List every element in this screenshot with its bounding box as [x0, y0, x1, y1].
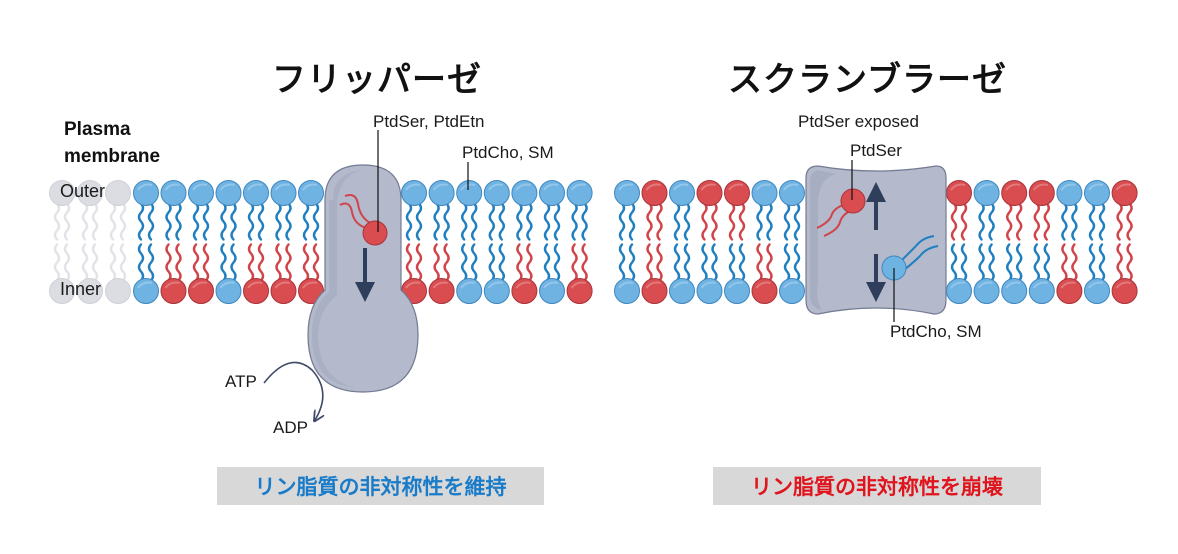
scramblase-ptdser-lipid — [816, 188, 866, 237]
ptdser-lipid-inner — [751, 243, 778, 304]
ptdcho-lipid-inner — [669, 243, 695, 304]
outer-leaflet-label: Outer — [60, 181, 106, 201]
faded-lipid — [77, 243, 103, 304]
scramblase-ptdcho-label: PtdCho, SM — [890, 322, 982, 341]
ptdser-lipid-inner — [160, 243, 187, 304]
ptdcho-lipid-inner — [215, 243, 242, 304]
scramblase-ptdser-label: PtdSer — [850, 141, 902, 160]
ptdcho-lipid-inner — [1001, 243, 1028, 304]
ptdser-lipid-inner — [566, 243, 593, 304]
ptdcho-lipid-inner — [1028, 243, 1055, 304]
ptdcho-lipid-outer — [160, 180, 187, 241]
ptdser-lipid-outer — [724, 180, 750, 241]
ptdcho-lipid-outer — [779, 180, 805, 241]
ptdcho-lipid-inner — [779, 243, 805, 304]
ptdcho-lipid-outer — [133, 180, 159, 241]
ptdser-lipid-outer — [1028, 180, 1055, 241]
scramblase-caption-text: リン脂質の非対称性を崩壊 — [751, 475, 1003, 499]
ptdcho-lipid-outer — [298, 180, 324, 241]
ptdcho-lipid-outer — [511, 180, 538, 241]
ptdser-lipid-outer — [1111, 180, 1138, 241]
atp-label: ATP — [225, 372, 257, 391]
flippase-caption: リン脂質の非対称性を維持 — [217, 467, 544, 505]
ptdser-lipid-outer — [696, 180, 723, 241]
ptdcho-lipid-outer — [483, 180, 510, 241]
plasma-membrane-label: Plasma membrane — [64, 116, 160, 170]
adp-label: ADP — [273, 418, 308, 437]
ptdcho-lipid-inner — [973, 243, 1000, 304]
ptdser-exposed-label: PtdSer exposed — [798, 112, 919, 131]
ptdcho-lipid-inner — [724, 243, 750, 304]
flippase-caption-text: リン脂質の非対称性を維持 — [254, 475, 507, 499]
ptdser-lipid-outer — [946, 180, 972, 241]
ptdcho-lipid-inner — [1084, 243, 1110, 304]
ptdcho-lipid-outer — [1056, 180, 1083, 241]
ptdser-lipid-inner — [511, 243, 538, 304]
faded-lipid — [105, 243, 131, 304]
flippase-title: フリッパーゼ — [272, 60, 482, 100]
ptdcho-lipid-outer — [270, 180, 297, 241]
ptdcho-lipid-outer — [751, 180, 778, 241]
ptdser-lipid-inner — [243, 243, 269, 304]
ptdcho-lipid-inner — [696, 243, 723, 304]
ptdser-lipid-inner — [188, 243, 214, 304]
flippase-moving-lipid-label: PtdSer, PtdEtn — [373, 112, 485, 131]
ptdser-lipid-inner — [641, 243, 668, 304]
faded-lipid — [49, 243, 75, 304]
ptdcho-lipid-outer — [215, 180, 242, 241]
ptdcho-lipid-outer — [669, 180, 695, 241]
ptdcho-lipid-outer — [973, 180, 1000, 241]
plasma-membrane-label-line1: Plasma — [64, 119, 131, 140]
ptdser-lipid-inner — [298, 243, 324, 304]
ptdcho-lipid-inner — [483, 243, 510, 304]
ptdser-lipid-outer — [641, 180, 668, 241]
flippase-lipid — [339, 194, 388, 246]
flippase-static-lipid-label: PtdCho, SM — [462, 143, 554, 162]
ptdser-lipid-inner — [1056, 243, 1083, 304]
ptdcho-lipid-inner — [539, 243, 565, 304]
ptdcho-lipid-outer — [566, 180, 593, 241]
ptdser-lipid-inner — [270, 243, 297, 304]
plasma-membrane-label-line2: membrane — [64, 146, 161, 167]
ptdcho-lipid-outer — [428, 180, 455, 241]
scramblase-caption: リン脂質の非対称性を崩壊 — [713, 467, 1041, 505]
gray-lipids-faded — [49, 180, 131, 304]
faded-lipid — [105, 180, 131, 241]
faded-lipid — [49, 180, 75, 241]
ptdcho-lipid-inner — [614, 243, 640, 304]
ptdser-lipid-inner — [1111, 243, 1138, 304]
ptdcho-lipid-outer — [614, 180, 640, 241]
lipid-layer — [133, 180, 1138, 304]
ptdcho-lipid-outer — [188, 180, 214, 241]
ptdcho-lipid-outer — [1084, 180, 1110, 241]
atp-adp-arrow — [263, 361, 323, 420]
ptdcho-lipid-outer — [243, 180, 269, 241]
ptdcho-lipid-inner — [133, 243, 159, 304]
ptdser-lipid-outer — [1001, 180, 1028, 241]
scramblase-title: スクランブラーゼ — [728, 60, 1007, 100]
ptdcho-lipid-outer — [456, 180, 483, 241]
ptdcho-lipid-inner — [456, 243, 483, 304]
ptdcho-lipid-outer — [401, 180, 427, 241]
inner-leaflet-label: Inner — [60, 279, 102, 299]
ptdcho-lipid-inner — [946, 243, 972, 304]
ptdcho-lipid-outer — [539, 180, 565, 241]
faded-lipid — [77, 180, 103, 241]
ptdser-lipid-inner — [428, 243, 455, 304]
